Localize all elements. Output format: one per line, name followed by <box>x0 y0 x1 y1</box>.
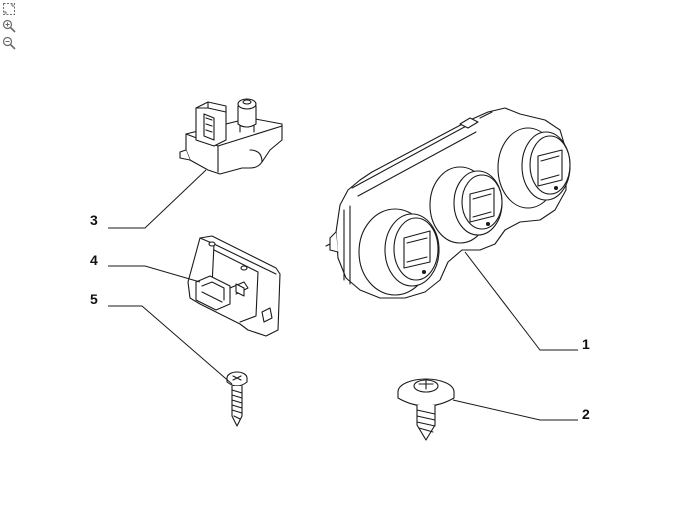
zoom-in-icon[interactable] <box>2 19 16 33</box>
callout-4: 4 <box>90 252 98 268</box>
callout-3: 3 <box>90 212 98 228</box>
fit-page-icon[interactable] <box>2 2 16 16</box>
callout-1: 1 <box>582 336 590 352</box>
part-3-electronic-module[interactable] <box>179 98 283 175</box>
leader-line-1 <box>464 251 578 351</box>
leader-line-5 <box>108 305 233 385</box>
part-4-bracket[interactable] <box>187 235 281 337</box>
part-5-screw[interactable] <box>226 371 248 427</box>
callout-2: 2 <box>582 406 590 422</box>
part-2-flanged-screw[interactable] <box>397 378 455 441</box>
callout-5: 5 <box>90 291 98 307</box>
part-1-climate-control-panel[interactable] <box>325 107 571 299</box>
leader-line-4 <box>108 265 201 283</box>
leader-line-2 <box>452 399 578 421</box>
leader-line-3 <box>108 169 207 229</box>
zoom-out-icon[interactable] <box>2 36 16 50</box>
zoom-toolbar <box>0 0 20 50</box>
